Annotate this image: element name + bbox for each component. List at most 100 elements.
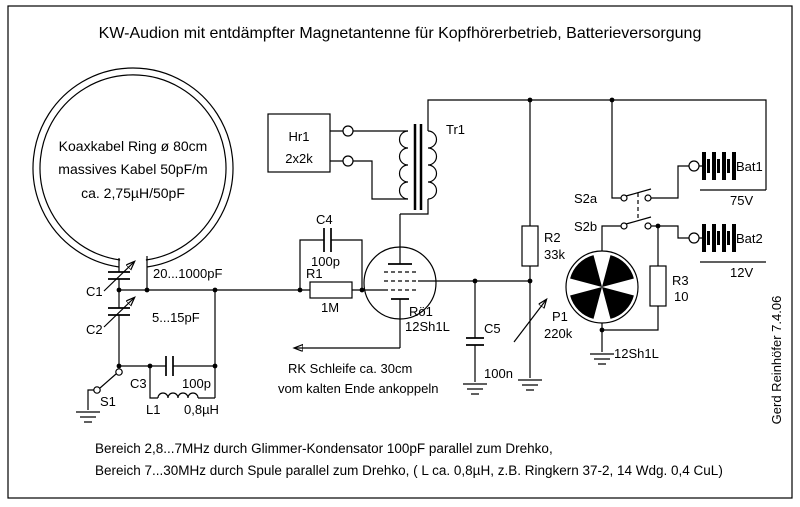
c3-plates <box>165 356 174 376</box>
bat1-cell-short <box>717 159 720 173</box>
bat2-cell <box>712 224 716 252</box>
resistor-r1: R1 1M <box>306 266 353 315</box>
heater-type: 12Sh1L <box>614 346 659 361</box>
junction-dot <box>147 363 153 369</box>
s2b-contact-right <box>644 222 652 230</box>
capacitor-c1: C1 20...1000pF <box>86 262 222 299</box>
potentiometer-p1: P1 220k <box>513 300 573 343</box>
p1-label: P1 <box>552 309 568 324</box>
capacitor-c2: C2 5...15pF <box>86 298 200 337</box>
r2-value: 33k <box>544 247 565 262</box>
bat1-cell-short <box>707 159 710 173</box>
s1-lever <box>99 373 117 389</box>
c4-label: C4 <box>316 212 333 227</box>
s2b-label: S2b <box>574 219 597 234</box>
junction-dot <box>212 363 218 369</box>
junction-dot <box>144 287 150 293</box>
c1-label: C1 <box>86 284 103 299</box>
switch-s2: S2a S2b <box>574 188 652 234</box>
r2-body <box>521 225 539 267</box>
bat2-voltage: 12V <box>730 265 753 280</box>
battery-bat1: Bat1 75V <box>688 152 763 208</box>
feedback-note: RK Schleife ca. 30cm vom kalten Ende ank… <box>278 348 438 396</box>
r1-label: R1 <box>306 266 323 281</box>
bat1-cell <box>732 152 736 180</box>
bat2-cell-short <box>717 231 720 245</box>
l1-label: L1 <box>146 402 160 417</box>
wire-transformer-section <box>330 99 767 215</box>
junction-dot <box>116 363 122 369</box>
bat2-label: Bat2 <box>736 231 763 246</box>
c5-label: C5 <box>484 321 501 336</box>
capacitor-c4: C4 100p <box>311 212 340 269</box>
bat2-cell-short <box>707 231 710 245</box>
junction-dot <box>297 287 303 293</box>
c1-value: 20...1000pF <box>153 266 222 281</box>
bat2-cell-short <box>727 231 730 245</box>
bat2-cell <box>722 224 726 252</box>
bat2-terminal <box>688 232 700 244</box>
hr1-jack-top <box>342 125 354 137</box>
l1-winding <box>157 392 199 399</box>
heater-sector-2 <box>570 287 602 319</box>
junction-dot <box>472 278 478 284</box>
c1-plates <box>108 271 130 280</box>
antenna-label-2: massives Kabel 50pF/m <box>58 161 207 177</box>
wire-c4-branch <box>299 239 363 290</box>
author-credit: Gerd Reinhöfer 7.4.06 <box>769 296 784 425</box>
c1-variable-arrow <box>103 262 134 292</box>
capacitor-c5: C5 100n <box>466 321 513 381</box>
c3-value: 100p <box>182 376 211 391</box>
ground-icon <box>590 353 614 365</box>
heater-sector-3 <box>570 255 602 287</box>
p1-wiper-arrow <box>513 300 546 343</box>
capacitor-c3: C3 100p <box>130 356 211 391</box>
c5-plates <box>466 337 484 346</box>
hr1-label: Hr1 <box>289 129 310 144</box>
bat1-terminal <box>688 160 700 172</box>
junction-dot <box>212 287 218 293</box>
s1-contact-top <box>115 368 123 376</box>
rk-note-1: RK Schleife ca. 30cm <box>288 361 412 376</box>
s2a-contact-left <box>620 194 628 202</box>
junction-dot <box>116 287 122 293</box>
loop-leads <box>118 256 148 290</box>
s2a-label: S2a <box>574 191 598 206</box>
antenna-label-1: Koaxkabel Ring ø 80cm <box>59 138 208 154</box>
loop-inner-ring <box>39 74 227 261</box>
ground-icon <box>463 383 487 395</box>
r2-label: R2 <box>544 230 561 245</box>
r3-value: 10 <box>674 289 688 304</box>
wire-tube-section <box>365 214 530 348</box>
hr1-box <box>267 113 331 173</box>
bat1-cell <box>722 152 726 180</box>
wire-left-section <box>87 279 365 410</box>
resistor-r3: R3 10 <box>649 265 689 307</box>
rk-note-2: vom kalten Ende ankoppeln <box>278 381 438 396</box>
tube-envelope <box>363 246 437 320</box>
hr1-value: 2x2k <box>285 151 313 166</box>
hr1-jack-bottom <box>342 155 354 167</box>
bat1-cell <box>712 152 716 180</box>
s2a-contact-right <box>644 194 652 202</box>
band-note-1: Bereich 2,8...7MHz durch Glimmer-Kondens… <box>95 441 553 456</box>
tube1-type: 12Sh1L <box>405 319 450 334</box>
page-title: KW-Audion mit entdämpfter Magnetantenne … <box>99 25 702 42</box>
tr1-label: Tr1 <box>446 122 465 137</box>
tr1-primary-winding <box>398 130 409 200</box>
s1-contact-pivot <box>93 386 101 394</box>
switch-s1: S1 <box>93 368 123 409</box>
junction-dot <box>655 223 661 229</box>
antenna-loop: Koaxkabel Ring ø 80cm massives Kabel 50p… <box>32 67 234 290</box>
antenna-label-3: ca. 2,75µH/50pF <box>81 185 185 201</box>
tr1-secondary-winding <box>427 130 438 200</box>
l1-value: 0,8µH <box>184 402 219 417</box>
tube-ro1: Rö1 12Sh1L <box>363 246 450 334</box>
headphone-hr1: Hr1 2x2k <box>267 113 354 173</box>
s2b-contact-left <box>620 222 628 230</box>
p1-value: 220k <box>544 326 573 341</box>
transformer-tr1: Tr1 <box>398 122 465 210</box>
loop-outer-ring <box>32 67 234 268</box>
c2-label: C2 <box>86 322 103 337</box>
